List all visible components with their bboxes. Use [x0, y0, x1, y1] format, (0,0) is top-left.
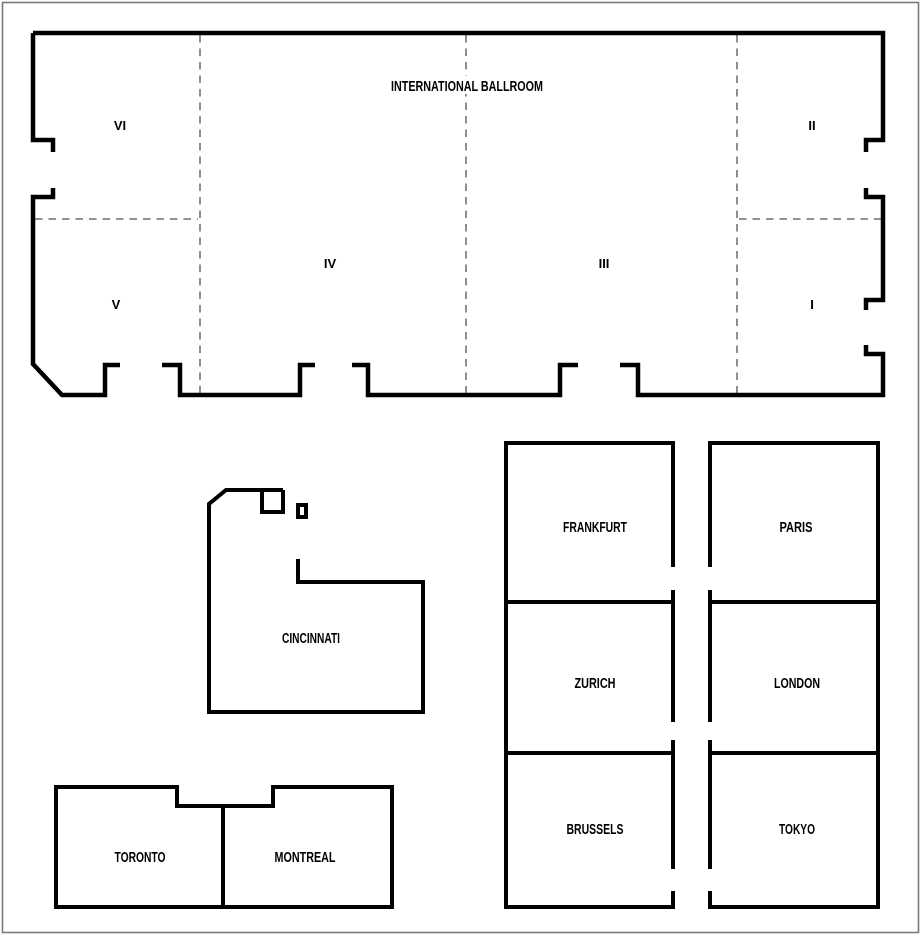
toronto-label: TORONTO [115, 850, 166, 866]
cincinnati-room: CINCINNATI [207, 488, 425, 714]
london-label: LONDON [774, 676, 820, 692]
ballroom-section-vi: VI [114, 118, 126, 133]
cincinnati-label: CINCINNATI [282, 631, 340, 647]
ballroom-wall-right-mid [863, 188, 886, 310]
ballroom-wall-bottom-seg1 [162, 362, 315, 398]
ballroom-wall-bottom-seg2 [352, 362, 578, 398]
west-column-outline [504, 441, 675, 909]
ballroom-section-iii: III [599, 256, 610, 271]
toronto-montreal-outline [54, 785, 394, 909]
east-room-column: PARIS LONDON TOKYO [708, 441, 880, 909]
paris-label: PARIS [780, 520, 813, 536]
cincinnati-column-marker [296, 503, 308, 519]
zurich-label: ZURICH [575, 676, 616, 692]
east-column-outline [708, 441, 880, 909]
frankfurt-label: FRANKFURT [563, 520, 627, 536]
ballroom-section-iv: IV [324, 256, 337, 271]
ballroom-wall-bottom-right [620, 345, 886, 398]
ballroom-section-ii: II [808, 118, 815, 133]
cincinnati-alcove [260, 490, 285, 514]
toronto-montreal-block: TORONTO MONTREAL [54, 785, 394, 909]
ballroom-section-dividers [35, 35, 881, 393]
ballroom-walls [30, 30, 886, 398]
west-room-column: FRANKFURT ZURICH BRUSSELS [504, 441, 675, 909]
title-backing [389, 76, 545, 94]
brussels-label: BRUSSELS [567, 822, 624, 838]
ballroom-wall-left-lower [30, 188, 120, 398]
tokyo-label: TOKYO [779, 822, 815, 838]
ballroom-wall-top-right [33, 30, 886, 152]
ballroom-wall-left-upper [30, 33, 56, 152]
ballroom-section-v: V [112, 297, 121, 312]
ballroom-section-i: I [810, 297, 814, 312]
montreal-label: MONTREAL [275, 850, 336, 866]
cincinnati-walls [207, 488, 425, 714]
ballroom-title: INTERNATIONAL BALLROOM [391, 79, 543, 95]
